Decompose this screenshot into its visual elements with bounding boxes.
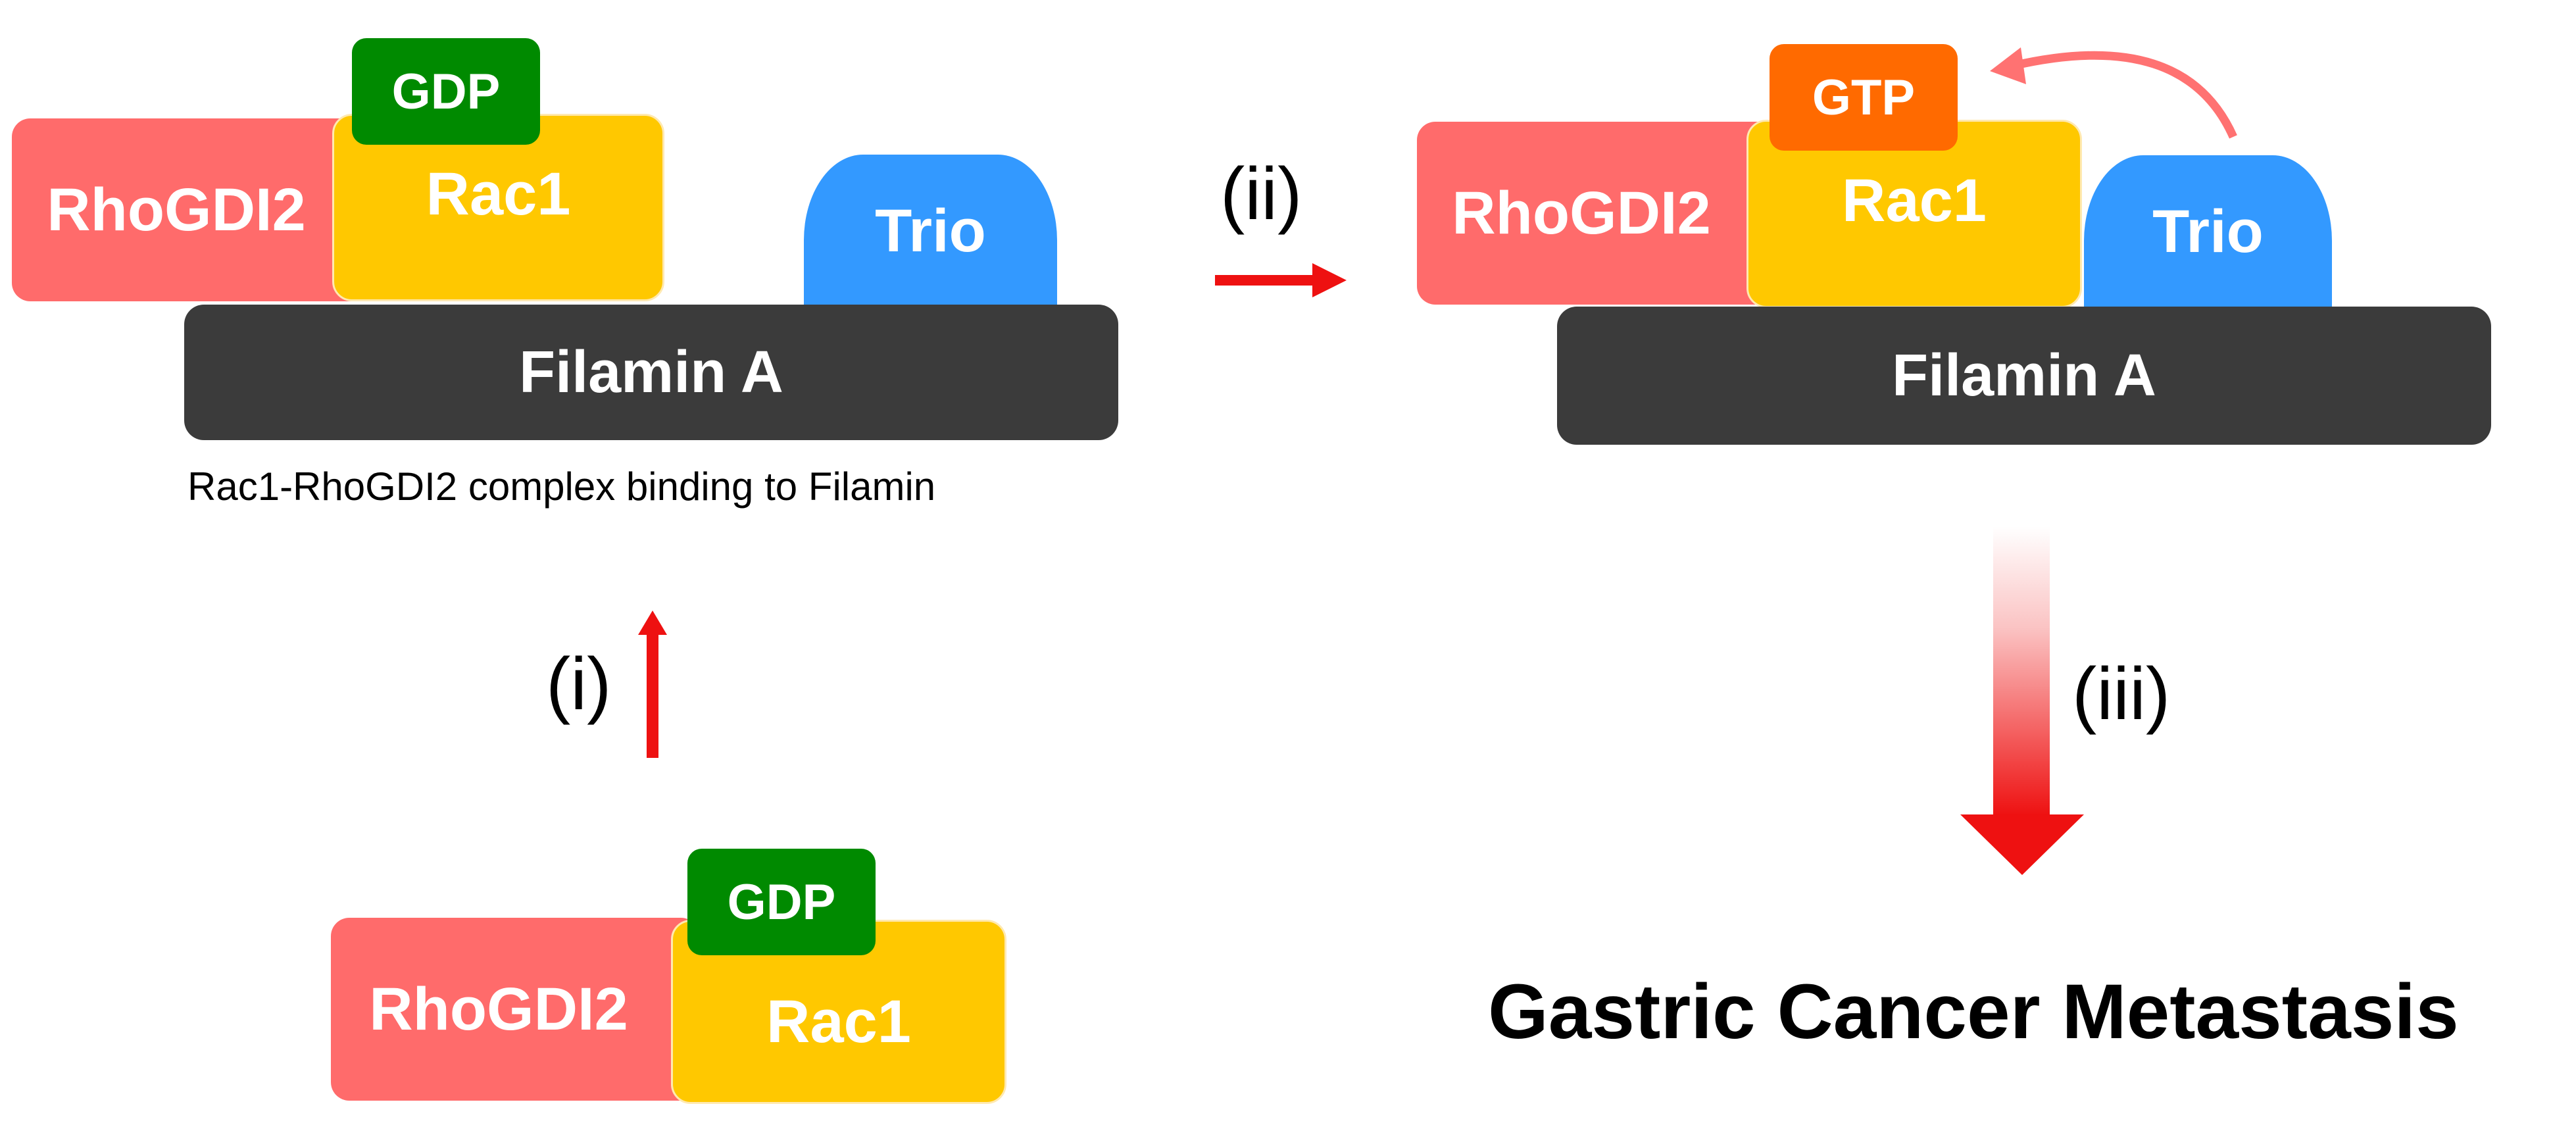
gdp-box-bound: GDP [352, 38, 540, 145]
gdp-box-free: GDP [687, 849, 876, 955]
filamin-label-active: Filamin A [1892, 342, 2156, 409]
rhogdi2-label-free: RhoGDI2 [369, 975, 628, 1043]
outcome-title: Gastric Cancer Metastasis [1488, 968, 2459, 1055]
trio-box-active: Trio [2084, 155, 2332, 308]
curved-arrow-trio-to-gtp [1990, 47, 2237, 139]
step-iii-label: (iii) [2072, 653, 2171, 735]
rac1-label-bound: Rac1 [426, 161, 571, 228]
gtp-label-active: GTP [1812, 69, 1916, 126]
step-ii-label: (ii) [1220, 153, 1302, 235]
rhogdi2-label-active: RhoGDI2 [1452, 179, 1711, 247]
filamin-bar-bound: Filamin A [184, 305, 1118, 440]
gtp-box-active: GTP [1770, 44, 1958, 151]
rhogdi2-box-bound: RhoGDI2 [12, 118, 380, 301]
rac1-box-bound: Rac1 [332, 114, 664, 301]
rhogdi2-label-bound: RhoGDI2 [47, 176, 306, 243]
rac1-label-active: Rac1 [1842, 166, 1987, 234]
rhogdi2-box-free: RhoGDI2 [331, 918, 699, 1101]
arrow-step-iii [1960, 526, 2084, 875]
rac1-label-free: Rac1 [766, 988, 911, 1055]
trio-box-bound: Trio [804, 155, 1057, 307]
step-i-label: (i) [546, 643, 612, 725]
arrow-step-ii [1215, 263, 1347, 297]
arrow-step-i [638, 611, 667, 758]
filamin-label-bound: Filamin A [519, 339, 783, 405]
filamin-bar-active: Filamin A [1557, 307, 2491, 445]
trio-label-active: Trio [2152, 197, 2264, 265]
rhogdi2-box-active: RhoGDI2 [1417, 122, 1785, 305]
rac1-box-active: Rac1 [1746, 120, 2082, 308]
trio-label-bound: Trio [875, 197, 986, 264]
panel-caption: Rac1-RhoGDI2 complex binding to Filamin [187, 464, 936, 509]
gdp-label-bound: GDP [391, 63, 501, 120]
gdp-label-free: GDP [727, 874, 836, 930]
